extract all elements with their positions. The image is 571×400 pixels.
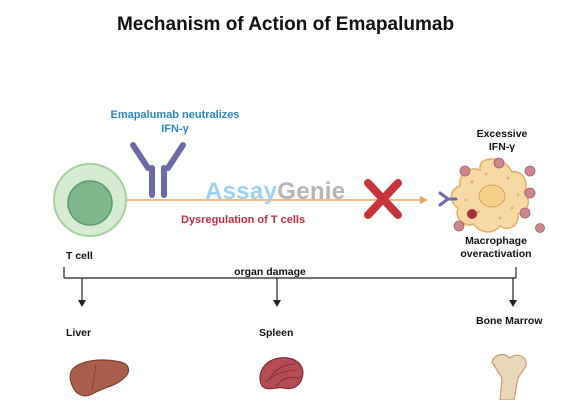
antibody-note: Emapalumab neutralizes IFN-γ (110, 109, 240, 135)
organ-label-bone-marrow: Bone Marrow (476, 315, 543, 327)
organ-damage-label: organ damage (234, 266, 306, 278)
organ-label-spleen: Spleen (259, 327, 294, 339)
pathway-note: Dysregulation of T cells (181, 214, 306, 226)
organ-arrowheads (78, 300, 517, 307)
page-title: Mechanism of Action of Emapalumab (116, 14, 455, 35)
organ-label-liver: Liver (66, 327, 92, 339)
macrophage-label: Macrophage overactivation (460, 235, 532, 260)
t-cell-icon (53, 163, 127, 237)
spleen-icon (259, 357, 304, 390)
macrophage-icon (438, 158, 530, 233)
organ-damage-bracket (63, 267, 517, 300)
watermark-logo: AssayGenie (205, 178, 346, 205)
ifn-gamma-particles (453, 157, 545, 233)
bone-icon (491, 353, 527, 400)
t-cell-label: T cell (66, 250, 93, 262)
antibody-icon (130, 142, 186, 198)
excessive-ifn-label: Excessive IFN-γ (476, 128, 528, 153)
liver-icon (69, 359, 130, 397)
pathway-arrow (127, 196, 428, 204)
block-cross-icon (364, 179, 402, 219)
